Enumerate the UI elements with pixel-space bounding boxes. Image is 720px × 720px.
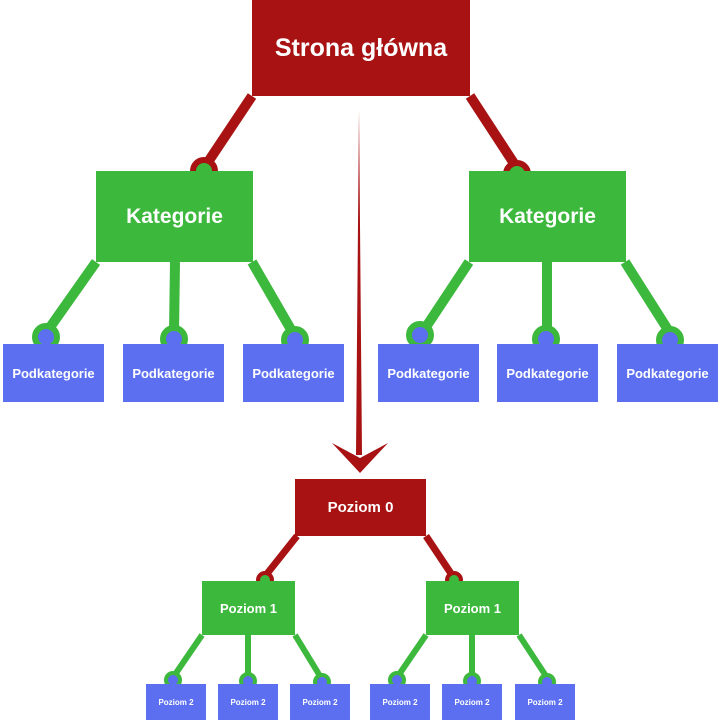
subcategory-node: Podkategorie [243,344,344,402]
level2-node: Poziom 2 [442,684,502,720]
level0-node: Poziom 0 [295,479,426,536]
root-connectors [199,93,522,171]
level2-node: Poziom 2 [218,684,278,720]
level1-connectors [171,633,549,678]
level1-node: Poziom 1 [202,581,295,635]
level0-connectors [263,533,455,578]
level2-node: Poziom 2 [515,684,575,720]
level2-node: Poziom 2 [370,684,430,720]
subcategory-node: Podkategorie [617,344,718,402]
level2-node: Poziom 2 [146,684,206,720]
subcategory-node: Podkategorie [378,344,479,402]
subcategory-node: Podkategorie [497,344,598,402]
subcategory-node: Podkategorie [3,344,104,402]
down-arrow-icon [332,110,388,473]
category-node: Kategorie [96,171,253,262]
subcategory-node: Podkategorie [123,344,224,402]
category-connector-nodes [32,321,684,354]
category-node: Kategorie [469,171,626,262]
level2-node: Poziom 2 [290,684,350,720]
category-connectors [41,259,675,336]
level1-node: Poziom 1 [426,581,519,635]
root-node: Strona główna [252,0,470,96]
